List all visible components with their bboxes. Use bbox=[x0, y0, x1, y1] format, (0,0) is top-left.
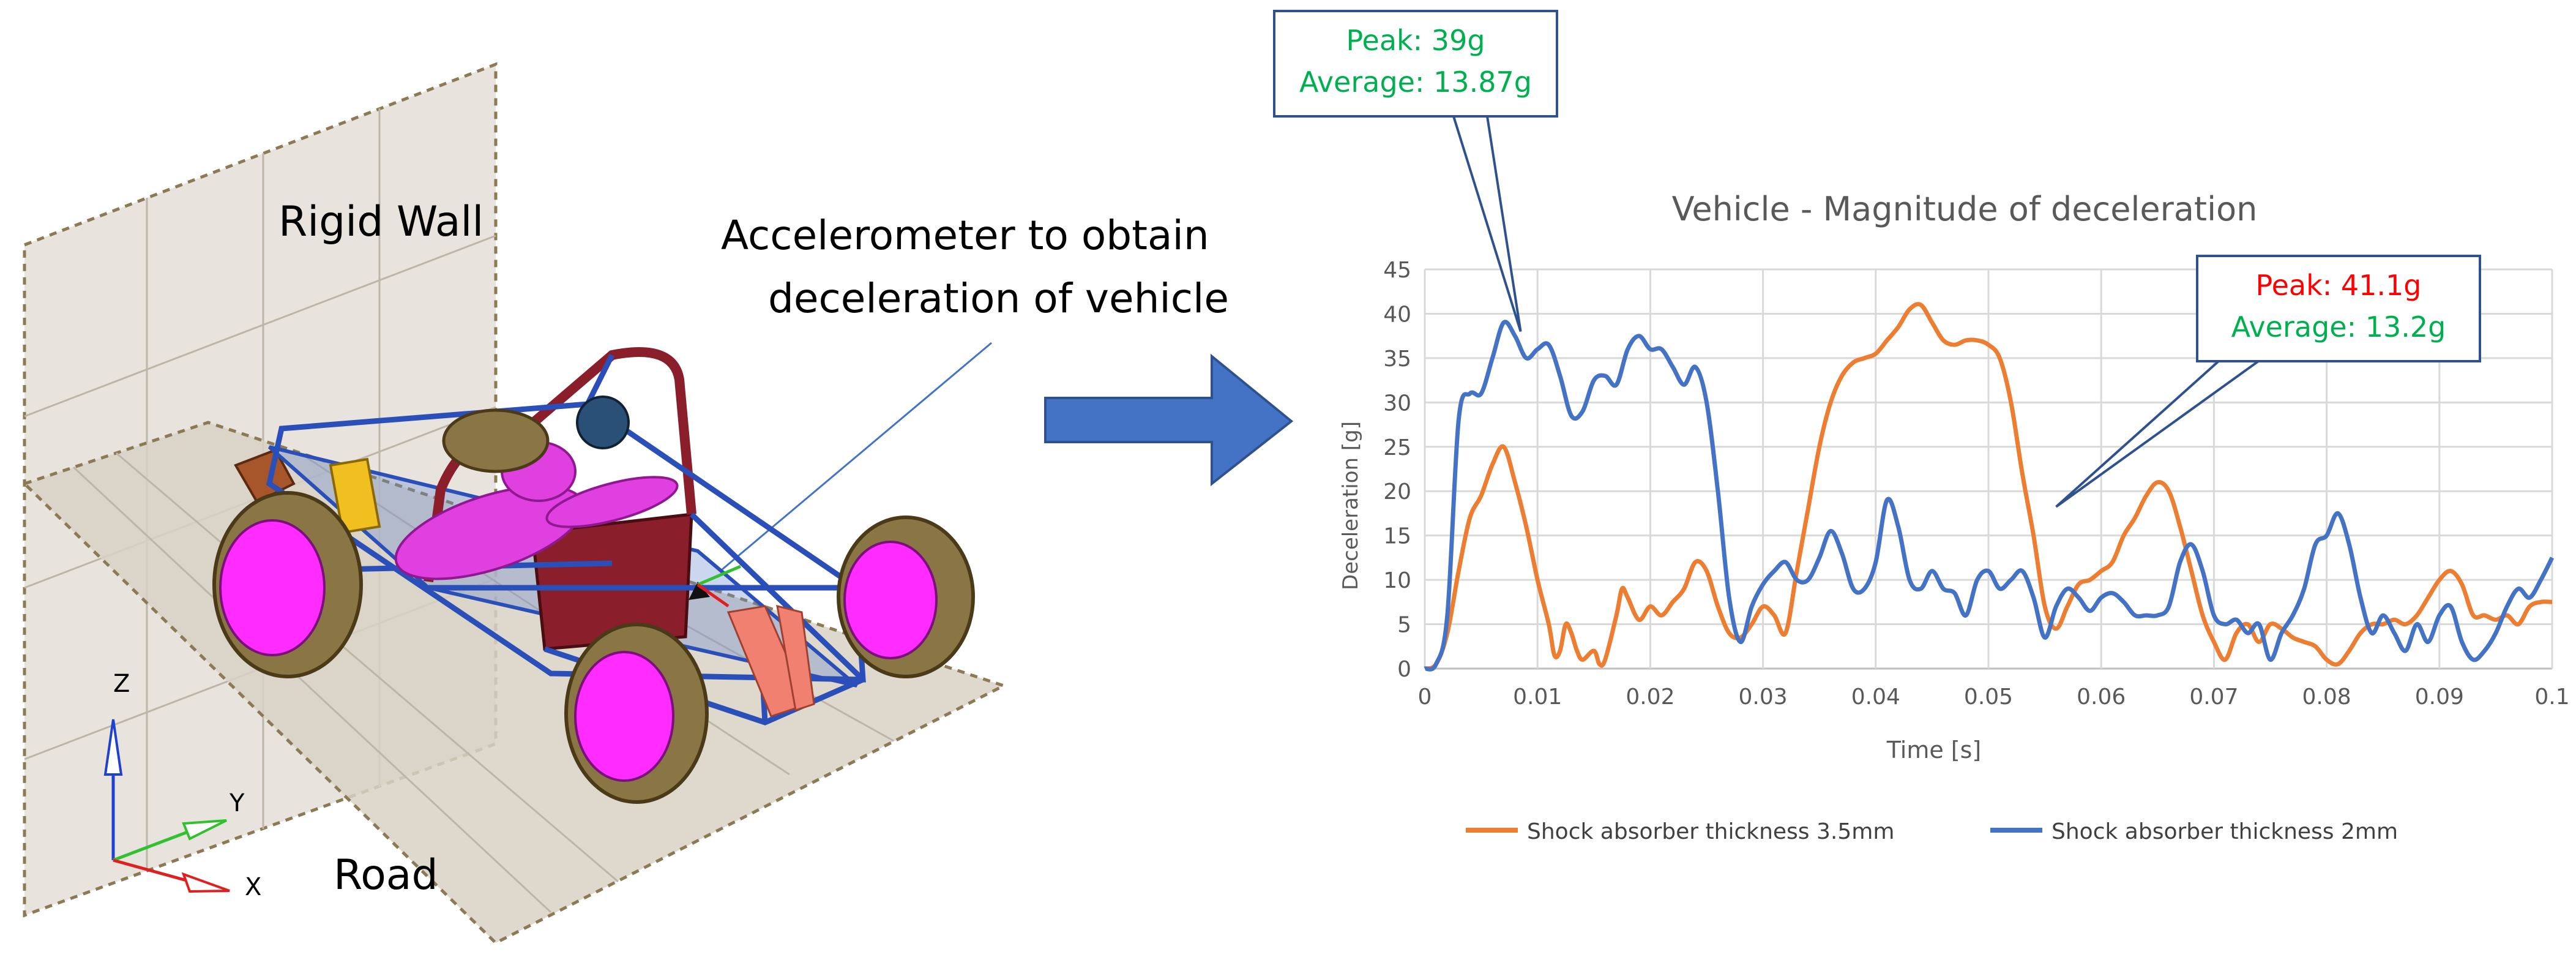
annotation-line-2: deceleration of vehicle bbox=[768, 275, 1229, 322]
axis-z-arrow-icon bbox=[103, 719, 123, 776]
callout-1-box bbox=[1273, 10, 1558, 118]
annotation-line-1: Accelerometer to obtain bbox=[721, 212, 1209, 259]
x-tick-label: 0.03 bbox=[1739, 684, 1788, 710]
x-tick-label: 0.08 bbox=[2302, 684, 2351, 710]
axis-y-label: Y bbox=[229, 789, 245, 817]
x-tick-label: 0 bbox=[1418, 684, 1432, 710]
x-axis-label: Time [s] bbox=[1886, 737, 1982, 763]
wheel-rear-left bbox=[564, 623, 709, 804]
accelerometer-axis-red bbox=[696, 583, 730, 608]
accelerometer-axis-green bbox=[697, 564, 741, 587]
y-tick-label: 5 bbox=[1397, 613, 1411, 638]
x-tick-label: 0.09 bbox=[2415, 684, 2464, 710]
y-tick-label: 20 bbox=[1383, 479, 1411, 504]
callout-peak-39: Peak: 39g Average: 13.87g bbox=[1273, 10, 1558, 332]
y-tick-label: 30 bbox=[1383, 391, 1411, 416]
axis-x-label: X bbox=[245, 873, 261, 901]
callout-2-box bbox=[2196, 255, 2481, 362]
x-tick-label: 0.04 bbox=[1851, 684, 1900, 710]
axis-y-arrow-icon bbox=[182, 819, 227, 841]
callout-1-average: Average: 13.87g bbox=[1299, 66, 1532, 99]
legend-label-3-5mm: Shock absorber thickness 3.5mm bbox=[1527, 819, 1894, 844]
driver-helmet bbox=[576, 396, 630, 449]
callout-2-peak: Peak: 41.1g bbox=[2256, 269, 2422, 302]
y-tick-label: 10 bbox=[1383, 568, 1411, 593]
accelerometer-pointer-line bbox=[722, 342, 992, 571]
series-line-3-5mm bbox=[1424, 302, 2553, 671]
legend: Shock absorber thickness 3.5mm Shock abs… bbox=[1466, 819, 2398, 844]
wheel-front-right bbox=[442, 408, 550, 473]
y-tick-labels: 0 5 10 15 20 25 30 35 40 45 bbox=[1383, 258, 1411, 682]
x-tick-label: 0.05 bbox=[1964, 684, 2013, 710]
vehicle-seat bbox=[531, 512, 693, 651]
callout-1-peak: Peak: 39g bbox=[1346, 24, 1485, 57]
accelerometer-marker bbox=[689, 582, 710, 600]
coordinate-triad: Z Y X bbox=[103, 670, 261, 901]
series-line-2mm bbox=[1424, 320, 2555, 672]
callout-1-pointer bbox=[1452, 115, 1522, 332]
x-tick-label: 0.07 bbox=[2189, 684, 2238, 710]
chart-title: Vehicle - Magnitude of deceleration bbox=[1672, 190, 2258, 228]
callout-2-average: Average: 13.2g bbox=[2231, 310, 2446, 343]
series-layer bbox=[1424, 302, 2555, 672]
rigid-wall-label: Rigid Wall bbox=[278, 198, 483, 246]
y-tick-label: 45 bbox=[1383, 258, 1411, 283]
x-tick-label: 0.01 bbox=[1513, 684, 1562, 710]
callout-peak-41: Peak: 41.1g Average: 13.2g bbox=[2055, 255, 2481, 508]
vehicle-model bbox=[212, 347, 975, 804]
process-arrow-icon bbox=[1044, 353, 1294, 487]
x-tick-label: 0.1 bbox=[2534, 684, 2569, 710]
y-tick-label: 15 bbox=[1383, 524, 1411, 549]
y-tick-label: 40 bbox=[1383, 302, 1411, 327]
wheel-rear-right bbox=[837, 516, 975, 678]
y-tick-label: 35 bbox=[1383, 347, 1411, 372]
callout-2-pointer bbox=[2055, 360, 2263, 508]
rear-component bbox=[726, 604, 815, 718]
x-tick-label: 0.06 bbox=[2077, 684, 2126, 710]
wheel-front-left bbox=[212, 491, 363, 678]
axis-z-label: Z bbox=[113, 670, 130, 698]
axis-x-arrow-icon bbox=[181, 872, 230, 893]
y-tick-label: 0 bbox=[1397, 657, 1411, 682]
y-axis-label: Deceleration [g] bbox=[1338, 421, 1363, 590]
yellow-bracket bbox=[329, 457, 381, 534]
frame-tubes bbox=[266, 353, 866, 726]
y-tick-label: 25 bbox=[1383, 435, 1411, 460]
road-label: Road bbox=[334, 851, 438, 899]
x-tick-label: 0.02 bbox=[1626, 684, 1674, 710]
legend-label-2mm: Shock absorber thickness 2mm bbox=[2051, 819, 2398, 844]
x-tick-labels: 0 0.01 0.02 0.03 0.04 0.05 0.06 0.07 0.08 0.09 0.1 bbox=[1418, 684, 2570, 710]
